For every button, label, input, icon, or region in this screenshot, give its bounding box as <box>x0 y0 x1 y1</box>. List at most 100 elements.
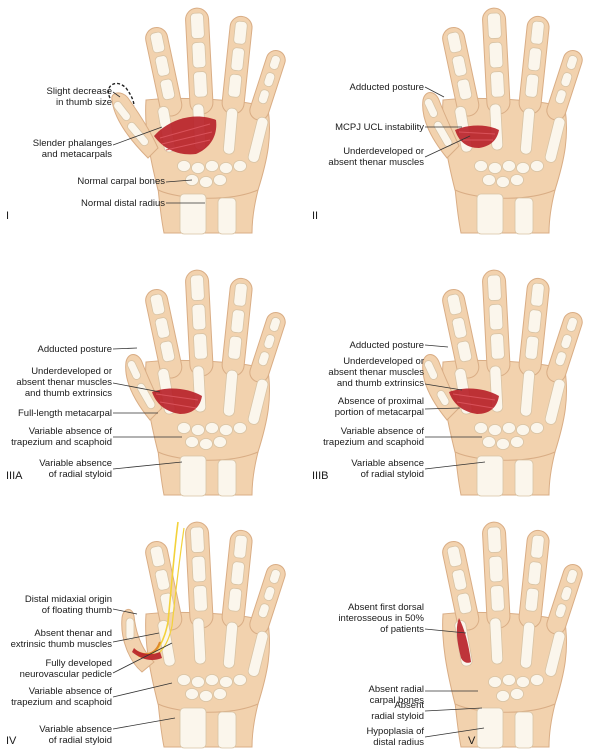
carpal-bone <box>191 424 205 436</box>
carpal-bone <box>185 436 199 448</box>
metacarpal-bone <box>520 369 535 417</box>
annotation-label: Variable absence of trapezium and scapho… <box>11 686 112 708</box>
annotation-label: Adducted posture <box>37 344 112 355</box>
phalanx-bone <box>555 89 567 105</box>
carpal-bone <box>205 160 219 172</box>
metacarpal-bone <box>223 621 238 669</box>
finger-2 <box>442 289 480 379</box>
leader-line <box>112 682 173 698</box>
ulna-bone <box>514 197 534 235</box>
panel-iiib <box>422 269 583 497</box>
metacarpal-bone <box>489 617 504 665</box>
phalanx-bone <box>456 78 473 101</box>
carpal-bone <box>233 160 247 172</box>
thenar-muscle <box>154 116 217 155</box>
phalanx-bone <box>269 317 281 332</box>
phalanx-bone <box>488 41 504 69</box>
phalanx-bone <box>191 41 207 69</box>
leader-line <box>424 86 445 98</box>
carpal-bone <box>177 674 191 686</box>
carpal-bone <box>516 424 530 436</box>
radius-bone <box>476 455 504 497</box>
phalanx-bone <box>524 73 540 98</box>
phalanx-bone <box>487 526 502 553</box>
phalanx-bone <box>233 282 248 307</box>
finger-5 <box>249 564 286 635</box>
phalanx-bone <box>566 317 578 332</box>
phalanx-bone <box>269 569 281 584</box>
phalanx-bone <box>233 534 248 559</box>
phalanx-bone <box>193 71 208 98</box>
carpal-bone <box>199 438 213 450</box>
carpal-bone <box>219 424 233 436</box>
ulna-bone <box>514 459 534 497</box>
finger-2 <box>145 289 183 379</box>
carpal-bone <box>510 436 524 448</box>
phalanx-bone <box>566 55 578 70</box>
phalanx-bone <box>227 587 243 612</box>
phalanx-bone <box>451 569 468 591</box>
thumb <box>422 92 460 159</box>
hand-illustration <box>125 269 286 497</box>
phalanx-bone <box>227 73 243 98</box>
phalanx-bone <box>149 293 166 316</box>
ulna-bone <box>217 459 237 497</box>
radius-bone <box>476 193 504 235</box>
carpal-bone <box>510 174 524 186</box>
carpal-bone <box>474 160 488 172</box>
phalanx-bone <box>524 587 540 612</box>
annotation-label: Variable absence of trapezium and scapho… <box>323 426 424 448</box>
phalanx-bone <box>490 585 505 612</box>
finger-3 <box>482 521 511 629</box>
carpal-bone <box>516 676 530 688</box>
carpal-bone <box>205 674 219 686</box>
phalanx-bone <box>154 55 171 77</box>
annotation-label: Underdeveloped or absent thenar muscles <box>328 146 424 168</box>
phalanx-bone <box>490 71 505 98</box>
finger-3 <box>482 269 511 377</box>
phalanx-bone <box>233 20 248 45</box>
leader-line <box>424 344 449 348</box>
finger-2 <box>145 541 183 631</box>
carpal-bone <box>474 422 488 434</box>
leader-line <box>112 347 138 350</box>
panel-numeral: I <box>6 210 10 222</box>
carpal-bone <box>199 690 213 702</box>
leader-line <box>424 727 485 738</box>
phalanx-bone <box>193 585 208 612</box>
annotation-label: Full-length metacarpal <box>18 408 112 419</box>
carpal-bone <box>502 160 516 172</box>
carpal-bone <box>233 674 247 686</box>
leader-line <box>424 383 463 391</box>
phalanx-bone <box>560 72 573 87</box>
carpal-bone <box>233 422 247 434</box>
carpal-bone <box>213 174 227 186</box>
phalanx-bone <box>191 303 207 331</box>
phalanx-bone <box>159 78 176 101</box>
phalanx-bone <box>555 351 567 367</box>
finger-2 <box>145 27 183 117</box>
carpal-bone <box>219 676 233 688</box>
carpal-bone <box>530 422 544 434</box>
annotation-label: Variable absence of radial styloid <box>351 458 424 480</box>
finger-3 <box>185 521 214 629</box>
phalanx-bone <box>269 55 281 70</box>
metacarpal-bone <box>520 107 535 155</box>
leader-line <box>424 135 471 158</box>
carpal-bone <box>530 674 544 686</box>
phalanx-bone <box>527 309 542 334</box>
panel-numeral: II <box>312 210 319 222</box>
leader-line <box>112 717 176 730</box>
leader-line <box>112 632 160 643</box>
first-dorsal-interosseous <box>456 618 471 663</box>
carpal-bone <box>496 176 510 188</box>
finger-3 <box>482 7 511 115</box>
radius-bone <box>476 707 504 749</box>
panel-numeral: V <box>468 735 476 747</box>
finger-4 <box>221 15 253 115</box>
radius-bone <box>179 707 207 749</box>
finger-5 <box>546 564 583 635</box>
annotation-label: Slight decrease in thumb size <box>46 86 112 108</box>
phalanx-bone <box>451 317 468 339</box>
carpal-bone <box>502 422 516 434</box>
